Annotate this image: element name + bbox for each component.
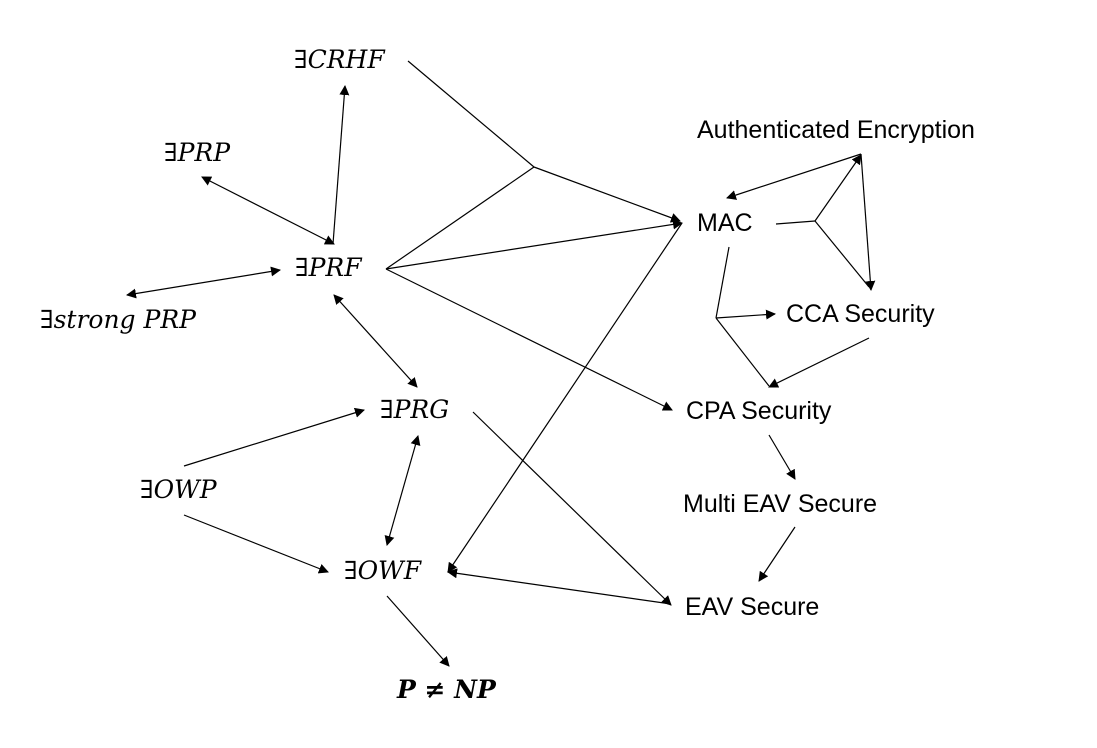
edge-authenc-cca [860, 153, 876, 291]
node-label: CCA Security [786, 300, 935, 328]
edge-owp-owf [183, 514, 329, 574]
node-label: P ≠ NP [397, 675, 496, 704]
edge-prf-strong-prp [126, 266, 281, 299]
exists-symbol: ∃ [295, 253, 309, 282]
exists-symbol: ∃ [140, 475, 154, 504]
node-label: Multi EAV Secure [683, 490, 878, 518]
edge-split2-cca [715, 309, 776, 320]
node-label: CPA Security [686, 397, 832, 425]
edge-prf-mac [385, 219, 683, 270]
node-owf: ∃OWF [344, 558, 421, 583]
edge-prg-eav [472, 411, 672, 606]
node-prg: ∃PRG [380, 397, 449, 422]
edge-split-authenc [814, 154, 862, 222]
edge-cpa-multieav [768, 434, 796, 480]
node-multi-eav-secure: Multi EAV Secure [683, 492, 877, 517]
edge-eav-owf [447, 568, 672, 605]
edge-owf-pnp [386, 595, 450, 667]
node-cpa-security: CPA Security [686, 399, 831, 424]
node-label: PRP [177, 138, 231, 167]
exists-symbol: ∃ [380, 395, 394, 424]
exists-symbol: ∃ [344, 556, 358, 585]
node-cca-security: CCA Security [786, 302, 935, 327]
node-label: Authenticated Encryption [697, 116, 975, 144]
edge-prf-crhf [332, 85, 350, 245]
exists-symbol: ∃ [164, 138, 178, 167]
edge-mac-owf [447, 222, 683, 573]
node-crhf: ∃CRHF [294, 47, 385, 72]
node-prp: ∃PRP [164, 140, 230, 165]
node-label: PRF [308, 253, 362, 282]
edge-split-cca [814, 220, 870, 288]
exists-symbol: ∃ [40, 305, 54, 334]
node-label: OWF [357, 556, 422, 585]
edge-prg-owf [384, 435, 421, 546]
node-mac: MAC [697, 211, 753, 236]
edge-prf-joint [385, 166, 535, 270]
edge-mac-split2 [715, 246, 730, 319]
node-strong-prp: ∃strong PRP [40, 307, 196, 332]
edge-owp-prg [183, 407, 365, 467]
node-label: MAC [697, 209, 753, 237]
node-authenticated-encryption: Authenticated Encryption [697, 118, 975, 143]
edge-cca-cpa [768, 337, 870, 388]
node-label: strong PRP [53, 305, 196, 334]
node-label: CRHF [307, 45, 385, 74]
edge-prf-cpa [385, 268, 673, 411]
edge-multieav-eav [758, 526, 796, 582]
edge-mac-split [775, 220, 816, 225]
node-p-ne-np: P ≠ NP [397, 677, 496, 702]
edge-split2-cpa [715, 317, 770, 387]
edge-crhf-prf-joint-mac [407, 60, 535, 168]
node-label: OWP [153, 475, 217, 504]
node-eav-secure: EAV Secure [685, 595, 819, 620]
node-owp: ∃OWP [140, 477, 217, 502]
node-label: EAV Secure [685, 593, 820, 621]
exists-symbol: ∃ [294, 45, 308, 74]
edge-prf-prp [201, 176, 335, 245]
node-prf: ∃PRF [295, 255, 362, 280]
edge-prf-prg [333, 294, 418, 388]
edge-joint-mac [533, 166, 681, 223]
edge-authenc-mac [726, 153, 862, 200]
node-label: PRG [393, 395, 450, 424]
